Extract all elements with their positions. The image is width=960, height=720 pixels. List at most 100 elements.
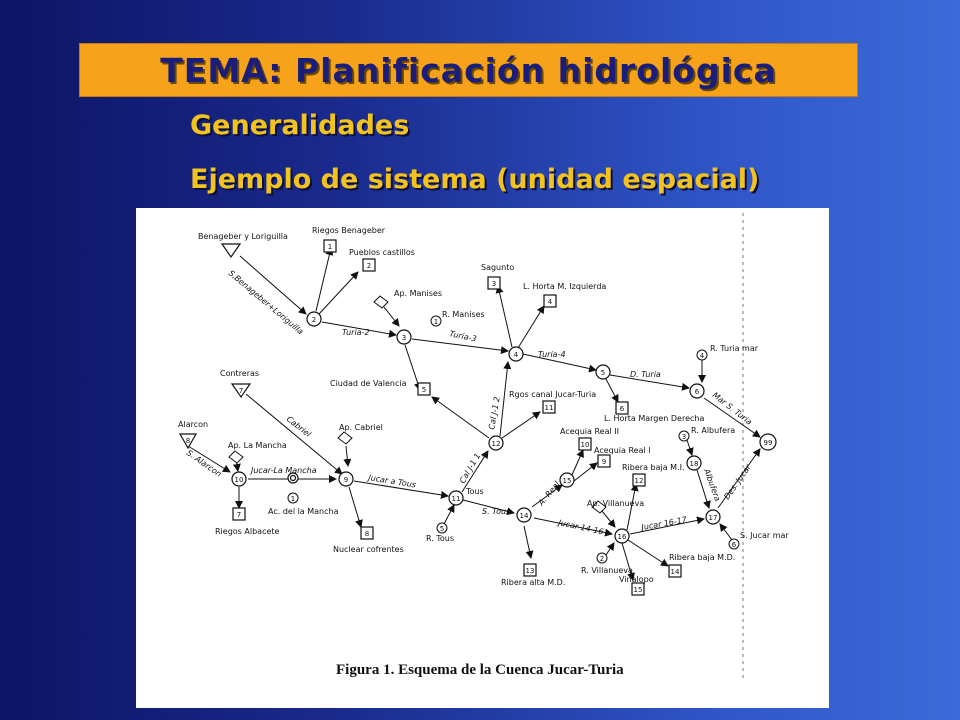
marker-1-manises — [430, 315, 442, 327]
slide-title-bar: TEMA: Planificación hidrológica — [79, 43, 858, 97]
box-13-label: 13 — [526, 567, 535, 575]
node-5 — [595, 364, 611, 380]
box-2-label: 2 — [367, 262, 371, 270]
basin-scheme-figure: 2 3 4 5 6 99 12 10 9 11 14 15 16 18 17 1… — [136, 208, 829, 708]
node-6-label: 6 — [695, 388, 700, 396]
edge-label-a-real: A. Real — [536, 479, 562, 508]
edge-label-turia4: Turia-4 — [538, 350, 566, 359]
node-12-label: 12 — [492, 440, 501, 448]
edge-label-d-turia: D. Turia — [630, 370, 661, 379]
edge-12-4 — [499, 361, 512, 437]
edge-12-11box — [501, 411, 541, 439]
node-17-label: 17 — [709, 514, 718, 522]
reservoir-alarcon-icon — [178, 433, 198, 450]
box-1-label: 1 — [328, 243, 332, 251]
marker-3-albufera-label: 3 — [682, 433, 686, 441]
label-riegos-benageber: Riegos Benageber — [312, 226, 386, 235]
label-s-jucar-mar: S. Jucar mar — [740, 531, 789, 540]
box-7-label: 7 — [237, 511, 241, 519]
box-15-label: 15 — [634, 586, 643, 594]
edge-rvillanueva-16 — [605, 542, 615, 556]
reservoir-benageber-icon — [220, 243, 242, 259]
label-ribera-baja-md: Ribera baja M.D. — [669, 553, 735, 562]
box-9-label: 9 — [602, 458, 606, 466]
box-3-label: 3 — [492, 280, 496, 288]
label-riegos-albacete: Riegos Albacete — [215, 527, 280, 536]
edge-3-4 — [411, 338, 509, 355]
edge-label-des-jucar: Des. Jucar — [722, 462, 753, 501]
box-5 — [417, 382, 431, 396]
label-horta-derecha: L. Horta Margen Derecha — [604, 414, 704, 423]
edge-16-15box — [621, 542, 635, 581]
node-9-label: 9 — [344, 476, 348, 484]
node-18 — [686, 455, 702, 471]
edge-label-turia2: Turia-2 — [342, 328, 370, 337]
node-11-label: 11 — [452, 495, 461, 503]
edge-alarcon-10 — [187, 445, 231, 473]
marker-4-turia — [696, 349, 708, 361]
edge-sjucarmar-17 — [719, 523, 733, 541]
reservoir-contreras-icon — [230, 383, 252, 399]
box-12-label: 12 — [635, 477, 644, 485]
node-2 — [306, 311, 322, 327]
box-15 — [631, 582, 645, 596]
node-16 — [614, 528, 630, 544]
edge-label-mar-s-turia: Mar S. Turia — [711, 390, 754, 426]
marker-2-villanueva-label: 2 — [600, 555, 604, 563]
marker-1-acmancha-label: 1 — [291, 495, 295, 503]
node-18-label: 18 — [690, 460, 699, 468]
slide-subtitle-generalidades: Generalidades — [190, 110, 410, 141]
label-ac-mancha: Ac. del la Mancha — [268, 507, 339, 516]
box-13 — [523, 563, 537, 577]
basin-scheme-diagram: 2 3 4 5 6 99 12 10 9 11 14 15 16 18 17 1… — [178, 213, 789, 678]
edge-4-5 — [522, 353, 597, 373]
label-ap-manises: Ap. Manises — [394, 289, 442, 298]
label-rgos-canal: Rgos canal Jucar-Turia — [509, 390, 596, 399]
slide-title: TEMA: Planificación hidrológica — [160, 50, 777, 90]
edge-label-albufera: Albufera — [702, 467, 722, 503]
slide-subtitle-ejemplo: Ejemplo de sistema (unidad espacial) — [190, 164, 760, 195]
pump-villanueva-icon — [591, 500, 607, 514]
node-15 — [559, 472, 575, 488]
box-9 — [597, 454, 611, 468]
edge-label-turia3: Turia-3 — [449, 329, 478, 344]
label-vinalopo: Vinalopo — [619, 575, 654, 584]
box-3 — [487, 276, 501, 290]
edge-16-12box — [626, 483, 639, 531]
box-14 — [668, 564, 682, 578]
node-99 — [759, 433, 777, 451]
node-15-label: 15 — [563, 477, 572, 485]
box-8 — [360, 526, 374, 540]
box-6-label: 6 — [620, 405, 625, 413]
box-5-label: 5 — [422, 386, 426, 394]
node-10 — [231, 471, 247, 487]
edge-contreras-9 — [245, 393, 343, 475]
label-ap-villanueva: Ap. Villanueva — [587, 499, 644, 508]
node-99-label: 99 — [764, 439, 773, 447]
label-benageber: Benageber y Loriguilla — [198, 232, 288, 241]
edge-17-99 — [717, 448, 761, 509]
node-4-label: 4 — [514, 351, 519, 359]
box-10 — [578, 437, 592, 451]
label-acequia-real-i: Acequia Real I — [594, 446, 651, 455]
box-7 — [232, 507, 246, 521]
label-r-tous: R. Tous — [426, 534, 454, 543]
box-8-label: 8 — [365, 530, 369, 538]
node-14 — [516, 507, 532, 523]
figure-caption: Figura 1. Esquema de la Cuenca Jucar-Tur… — [336, 662, 624, 678]
box-4-label: 4 — [548, 298, 553, 306]
pump-mancha-icon — [228, 450, 244, 464]
marker-5-tous-label: 5 — [440, 525, 444, 533]
triangle-8-label: 8 — [186, 437, 190, 445]
edge-15-10box — [571, 449, 584, 476]
node-3 — [396, 329, 412, 345]
label-r-turia-mar: R. Turia mar — [710, 344, 759, 353]
node-2-label: 2 — [312, 316, 316, 324]
marker-1-manises-label: 1 — [434, 318, 438, 326]
edge-label-cabriel: Cabriel — [285, 414, 313, 439]
label-r-manises: R. Manises — [442, 310, 485, 319]
edge-12-5 — [431, 396, 490, 439]
label-ribera-alta: Ribera alta M.D. — [501, 578, 565, 587]
node-1-mancha-inner — [289, 474, 297, 482]
edge-14-13 — [523, 525, 534, 559]
